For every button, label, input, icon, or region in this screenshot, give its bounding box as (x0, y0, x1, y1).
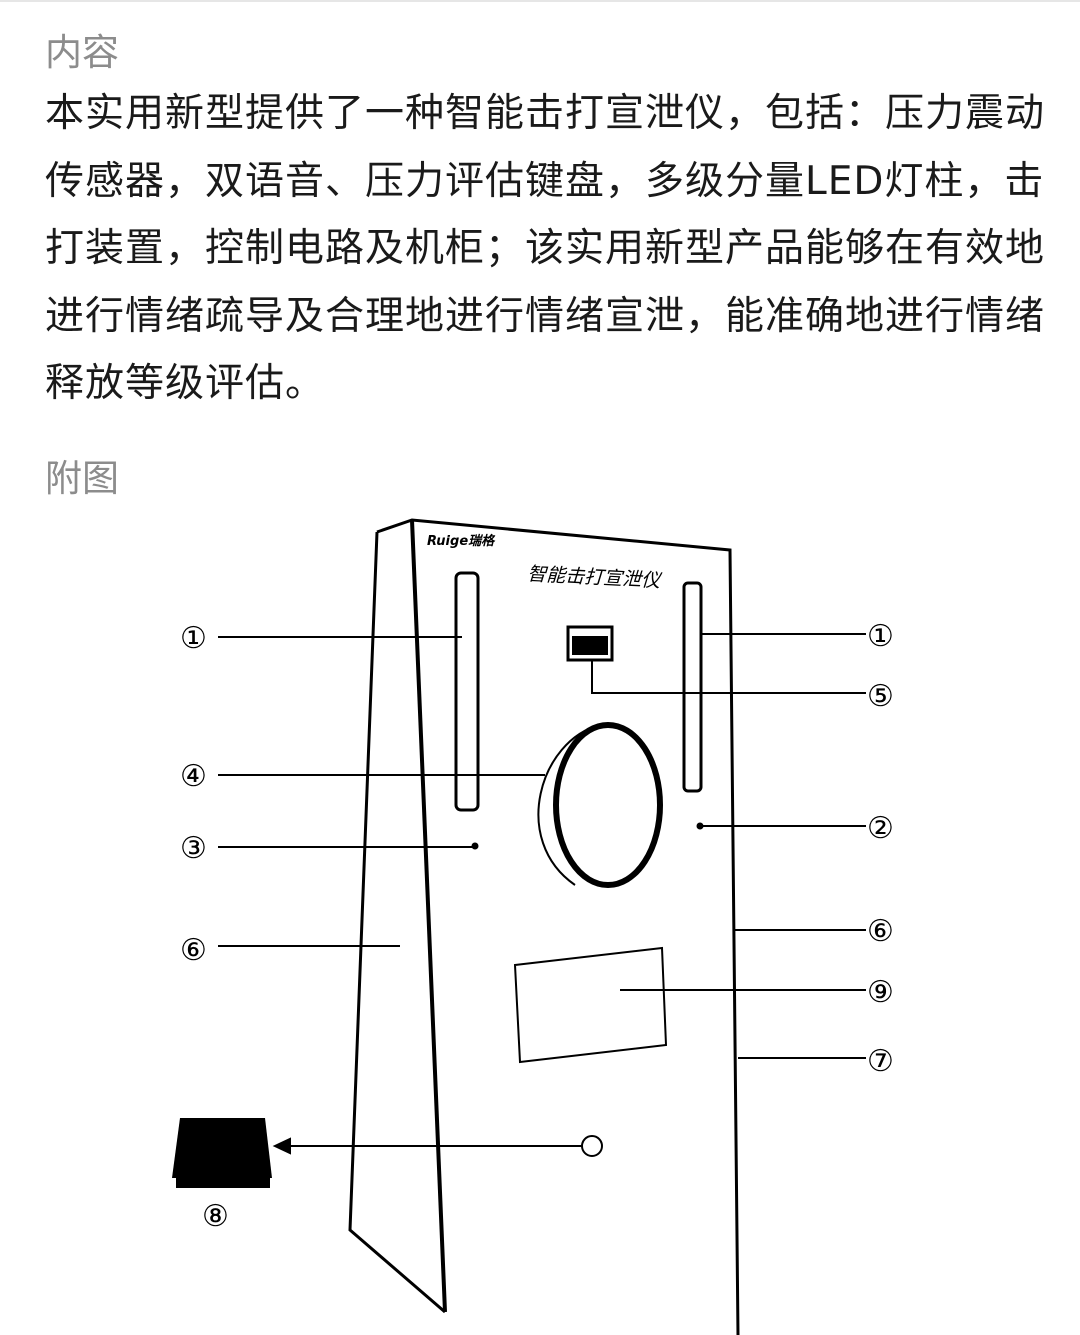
power-port (581, 1135, 603, 1157)
leader-lines (218, 633, 866, 1155)
label-5: ⑤ (867, 679, 894, 714)
content-text: 本实用新型提供了一种智能击打宣泄仪，包括：压力震动传感器，双语音、压力评估键盘，… (45, 91, 1046, 406)
label-4: ④ (180, 759, 207, 794)
label-1-right: ① (867, 619, 894, 654)
device-title: 智能击打宣泄仪 (527, 563, 663, 592)
label-6-right: ⑥ (867, 914, 894, 949)
label-9: ⑨ (867, 975, 894, 1010)
display-screen (513, 946, 668, 1064)
content-heading: 内容 (45, 31, 119, 74)
brand-logo: Ruige瑞格 (427, 533, 496, 549)
keypad (566, 625, 614, 662)
label-3: ③ (180, 831, 207, 866)
cabinet (348, 518, 740, 1335)
led-column-right (682, 581, 703, 793)
control-box (172, 1118, 272, 1188)
label-8: ⑧ (202, 1199, 229, 1234)
led-column-left (454, 571, 480, 812)
strike-pad (537, 722, 663, 888)
label-7: ⑦ (867, 1044, 894, 1079)
label-2: ② (867, 811, 894, 846)
top-divider (0, 0, 1080, 2)
figure-heading: 附图 (45, 457, 119, 500)
label-1-left: ① (180, 621, 207, 656)
speaker-dot (696, 822, 704, 830)
label-6-left: ⑥ (180, 933, 207, 968)
